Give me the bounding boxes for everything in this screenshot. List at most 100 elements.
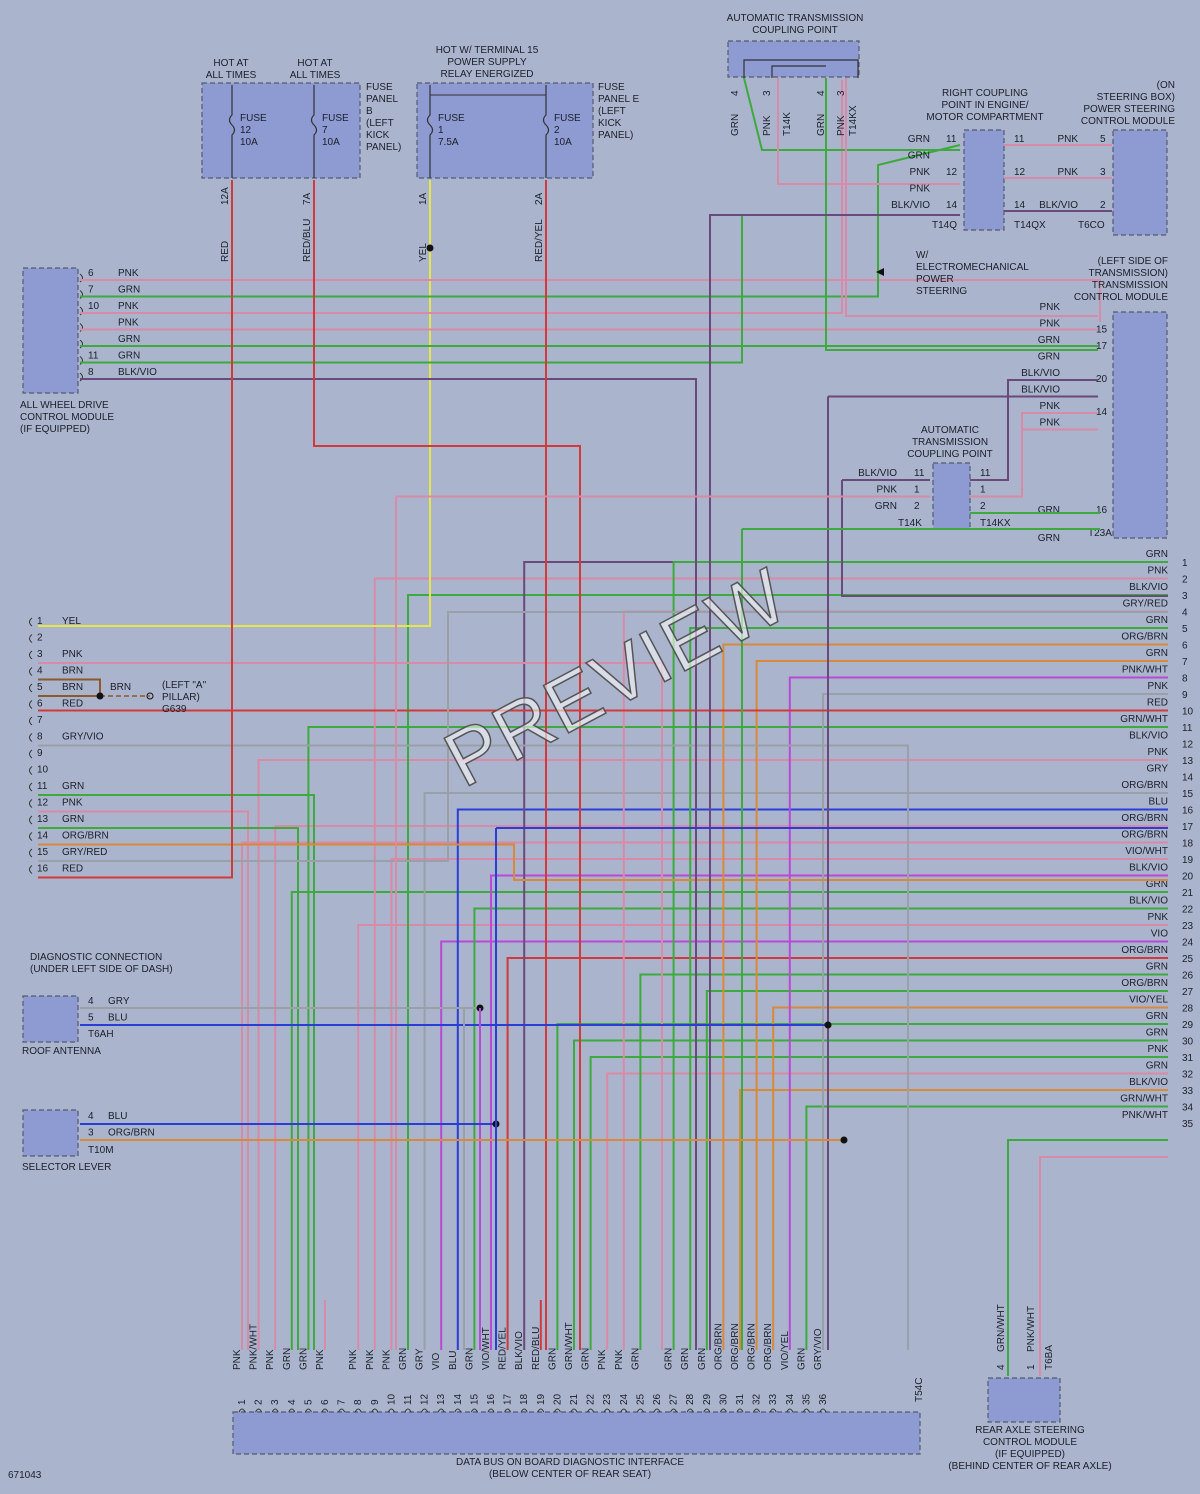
right-pin-number: 14: [1182, 773, 1194, 784]
right-pin-number: 12: [1182, 740, 1194, 751]
diag-pin-terminal: [29, 815, 33, 825]
top-coupling-pin: 4: [816, 90, 827, 96]
top-wire-grn2: [825, 78, 1098, 351]
gateway-wire: [822, 693, 1168, 1350]
tcm-wire-label: PNK: [1039, 319, 1060, 330]
right-wire-label: GRN/WHT: [1120, 714, 1168, 725]
right-wire-label: BLK/VIO: [1129, 863, 1168, 874]
connector-t6co: T6CO: [1078, 220, 1105, 231]
right-wire-label: PNK: [1147, 912, 1168, 923]
gateway-pin-terminal: [703, 1408, 711, 1413]
awd-wire-label: PNK: [118, 268, 139, 279]
gateway-pin-terminal: [238, 1408, 246, 1413]
right-pin-number: 27: [1182, 987, 1194, 998]
diag-wire-label: GRN: [62, 814, 84, 825]
right-pin-number: 35: [1182, 1119, 1194, 1130]
atcp-mid-label: AUTOMATIC TRANSMISSION COUPLING POINT: [907, 425, 993, 460]
right-pin-number: 3: [1182, 591, 1188, 602]
diag-pin-number: 10: [37, 765, 49, 776]
diag-wire-grn: [38, 794, 315, 1350]
gateway-label: DATA BUS ON BOARD DIAGNOSTIC INTERFACE (…: [456, 1457, 684, 1480]
selector-wire-label: ORG/BRN: [108, 1128, 155, 1139]
gateway-wire: [357, 924, 1168, 1350]
fuse-circuit-label: 1A: [418, 192, 429, 205]
right-wire-label: GRN: [1146, 549, 1168, 560]
right-wire-label: GRY: [1147, 764, 1169, 775]
awd-wire-label: BLK/VIO: [118, 367, 157, 378]
gateway-pin-terminal: [802, 1408, 810, 1413]
right-pin-number: 11: [1182, 723, 1193, 734]
right-wire-label: ORG/BRN: [1121, 978, 1168, 989]
roof-antenna-box: [22, 995, 79, 1043]
diag-pin-number: 5: [37, 682, 43, 693]
gateway-wire: [705, 990, 1168, 1350]
right-wire-label: ORG/BRN: [1121, 632, 1168, 643]
selector-pin-number: 4: [88, 1111, 94, 1122]
awd-wire-1: [80, 279, 1101, 322]
rc-module-pin: 5: [1100, 134, 1106, 145]
gateway-pin-number: 6: [320, 1399, 331, 1405]
diag-pin-number: 12: [37, 798, 49, 809]
diag-pin-terminal: [29, 832, 33, 841]
gateway-wire: [506, 957, 1168, 1350]
gateway-pin-number: 22: [586, 1393, 597, 1405]
right-wire-label: GRN: [1146, 1028, 1168, 1039]
diag-wire-label: PNK: [62, 649, 83, 660]
right-pin-number: 1: [1182, 558, 1188, 569]
gateway-wire: [573, 1039, 1168, 1350]
gateway-pin-terminal: [454, 1408, 462, 1413]
connector-t6ba: T6BA: [1044, 1345, 1055, 1370]
gateway-wire: [772, 1006, 1168, 1350]
diag-wire-pnk: [38, 662, 663, 1350]
rear-pin-number: 4: [996, 1364, 1007, 1370]
diag-wire-orgbrn: [38, 843, 1168, 881]
top-coupling-wire: T14KX: [848, 105, 859, 136]
top-wire-pnk2: [845, 78, 1098, 317]
right-pin-number: 34: [1182, 1103, 1194, 1114]
gateway-pin-terminal: [437, 1408, 445, 1413]
gateway-wire-label: GRN: [282, 1348, 293, 1370]
mc-right-wire: GRN: [1038, 505, 1060, 516]
gateway-wire-label: BLK/VIO: [514, 1331, 525, 1370]
top-coupling-bus: [743, 59, 859, 78]
gateway-pin-terminal: [421, 1408, 429, 1413]
awd-pin-terminal: [79, 290, 83, 299]
gateway-pin-number: 29: [702, 1393, 713, 1405]
gateway-pin-terminal: [620, 1408, 628, 1413]
gateway-pin-number: 4: [287, 1399, 298, 1405]
mc-left-pin: 1: [914, 485, 920, 496]
right-wire-label: BLK/VIO: [1129, 1077, 1168, 1088]
gateway-wire: [241, 841, 1168, 1350]
rc-left-wire: PNK: [909, 184, 930, 195]
diag-pin-terminal: [29, 766, 33, 775]
top-coupling-pin: 3: [762, 90, 773, 96]
roof-pin-number: 5: [88, 1013, 94, 1024]
gateway-pin-number: 26: [652, 1393, 663, 1405]
fuse1-splice: [426, 244, 434, 252]
roof-wire-label: BLU: [108, 1013, 127, 1024]
tcm-pin-number: 17: [1096, 341, 1108, 352]
gateway-wire-label: ORG/BRN: [713, 1323, 724, 1370]
tcm-wire-label: GRN: [1038, 352, 1060, 363]
tcm-wire-label: BLK/VIO: [1021, 385, 1060, 396]
top-coupling-wire: GRN: [816, 114, 827, 136]
rc-right-pin: 11: [1014, 134, 1025, 145]
diag-pin-number: 15: [37, 847, 49, 858]
gateway-pin-number: 24: [619, 1393, 630, 1405]
rc-module-pin: 2: [1100, 200, 1106, 211]
gateway-wire: [373, 577, 1168, 1350]
electromech-arrow: [876, 268, 884, 276]
gateway-pin-terminal: [736, 1408, 744, 1413]
gateway-wire-label: GRN/WHT: [564, 1322, 575, 1370]
gateway-pin-terminal: [786, 1408, 794, 1413]
awd-module-box: [22, 267, 79, 394]
gateway-wire: [589, 1056, 1168, 1350]
awd-pin-number: 6: [88, 268, 94, 279]
gateway-pin-terminal: [504, 1408, 512, 1413]
gateway-wire: [639, 973, 1168, 1350]
diag-wire-label: BRN: [62, 682, 83, 693]
gateway-wire: [755, 660, 1168, 1350]
gateway-pin-number: 27: [669, 1393, 680, 1405]
